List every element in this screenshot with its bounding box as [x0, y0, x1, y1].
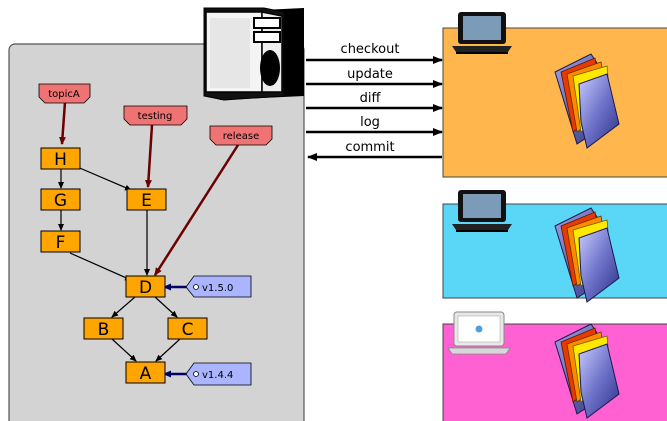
operations: checkout update diff log commit	[306, 42, 443, 161]
tag-name: v1.4.4	[202, 370, 233, 381]
commit-node-D: D	[125, 275, 166, 298]
commit-label: D	[139, 278, 152, 298]
laptop-icon	[452, 12, 512, 54]
update-arrow: update	[306, 67, 443, 88]
commit-node-B: B	[83, 317, 124, 340]
diff-arrow: diff	[306, 91, 443, 112]
branch-name: topicA	[48, 89, 80, 100]
commit-op-label: commit	[345, 140, 394, 155]
client-panel-1	[442, 12, 667, 178]
branch-pointers	[59, 101, 240, 276]
branch-name: release	[223, 131, 259, 142]
commit-node-F: F	[40, 230, 81, 253]
commit-label: G	[54, 191, 67, 211]
tag-v1-4-4: v1.4.4	[185, 362, 252, 386]
branch-label-release: release	[209, 125, 273, 146]
branch-label-topicA: topicA	[38, 83, 91, 104]
client-panel-3	[442, 311, 667, 421]
commit-label: C	[182, 320, 194, 340]
laptop-icon	[452, 190, 512, 232]
commit-label: F	[56, 233, 66, 253]
commit-node-A: A	[125, 361, 166, 384]
commit-edges	[58, 165, 181, 362]
log-arrow: log	[306, 115, 443, 136]
commit-node-C: C	[167, 317, 208, 340]
commit-arrow: commit	[307, 140, 442, 161]
checkout-arrow: checkout	[306, 42, 443, 64]
log-label: log	[360, 115, 380, 130]
commit-node-G: G	[40, 188, 81, 211]
branch-name: testing	[138, 111, 173, 122]
update-label: update	[347, 67, 393, 82]
commit-node-H: H	[40, 147, 81, 170]
laptop-mac-icon	[447, 311, 511, 355]
branch-label-testing: testing	[123, 105, 188, 126]
client-panel-2	[442, 190, 667, 303]
tag-v1-5-0: v1.5.0	[185, 275, 252, 298]
commit-label: A	[140, 364, 152, 384]
commit-label: B	[98, 320, 110, 340]
commit-label: E	[141, 191, 152, 211]
diff-label: diff	[360, 91, 382, 106]
commit-label: H	[54, 150, 67, 170]
server-icon	[203, 7, 304, 101]
commit-node-E: E	[126, 188, 167, 211]
checkout-label: checkout	[341, 42, 400, 57]
tag-name: v1.5.0	[202, 283, 233, 294]
